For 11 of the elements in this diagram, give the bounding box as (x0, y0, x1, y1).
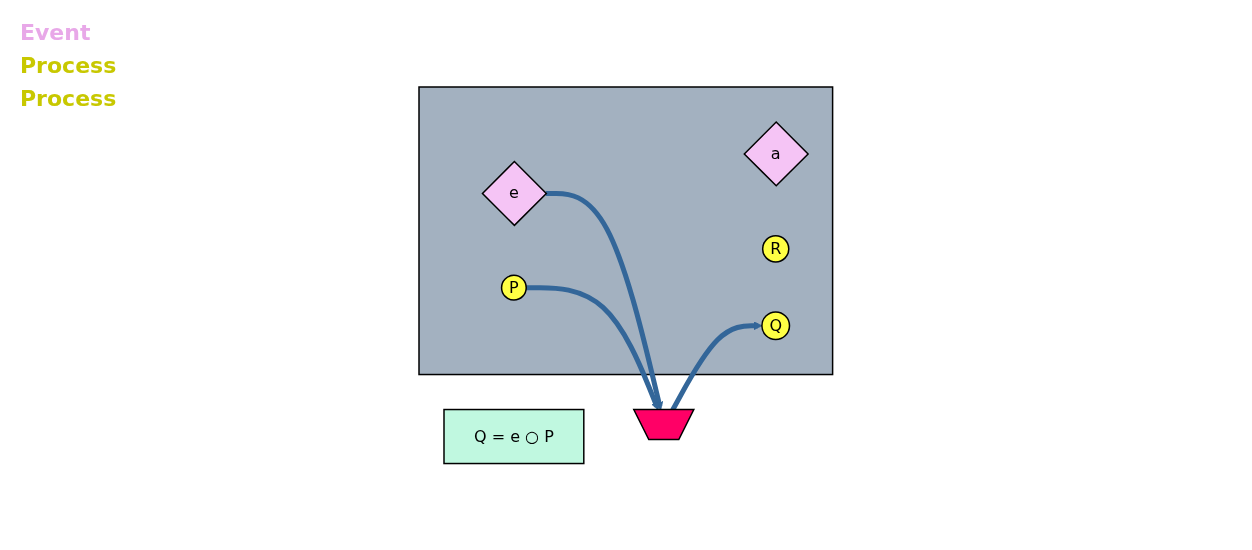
text-label: Process (20, 86, 117, 111)
node-trapezoid (632, 408, 696, 440)
cluster (418, 86, 834, 375)
node-diamond: a (743, 120, 810, 187)
node-circle: P (501, 274, 528, 301)
node-diamond: e (481, 160, 548, 227)
text-label: Process (20, 53, 117, 78)
node-circle: Q (761, 310, 791, 340)
text-label: Event (20, 20, 92, 45)
node-circle: R (762, 234, 790, 263)
node-box: Q = e ○ P (443, 408, 585, 464)
